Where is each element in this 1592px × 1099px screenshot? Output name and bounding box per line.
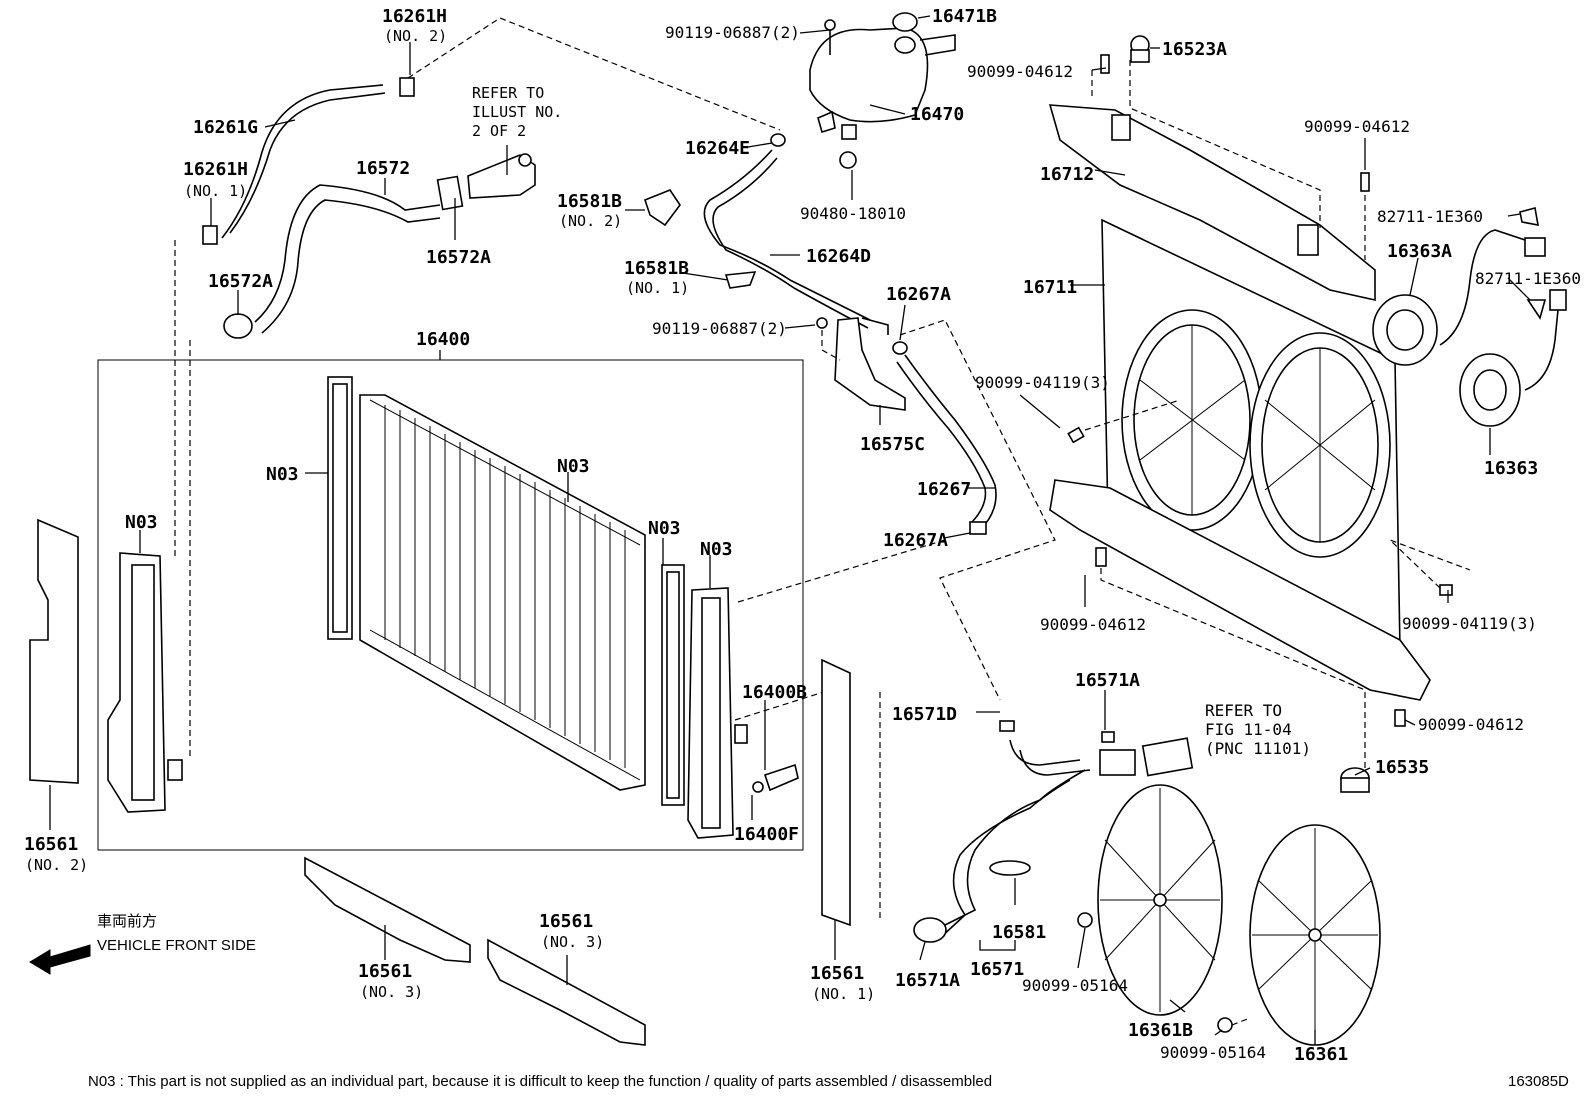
label-16561-no2-sub: (NO. 2) [25,856,88,874]
radiator-assembly-box [97,359,804,851]
label-n03-e: N03 [700,539,733,560]
fan-shroud [1049,218,1431,701]
label-16361B: 16361B [1128,1020,1193,1041]
label-82711-b: 82711-1E360 [1475,269,1581,288]
label-16581: 16581 [992,922,1046,943]
label-n03-c: N03 [125,512,158,533]
label-16523A: 16523A [1162,39,1227,60]
label-16561-no1-sub: (NO. 1) [812,985,875,1003]
label-16264D: 16264D [806,246,871,267]
label-16711: 16711 [1023,277,1077,298]
label-16561-no2: 16561 [24,834,78,855]
label-16561-no3a: 16561 [358,961,412,982]
label-16571D: 16571D [892,704,957,725]
label-82711-a: 82711-1E360 [1377,207,1483,226]
label-16572A-a: 16572A [426,247,491,268]
label-16561-no3a-sub: (NO. 3) [360,983,423,1001]
label-16261H-no2-sub: (NO. 2) [384,27,447,45]
label-n03-d: N03 [648,518,681,539]
label-16267: 16267 [917,479,971,500]
parts-drawing [29,12,1567,1046]
label-16581B-no1-sub: (NO. 1) [626,279,689,297]
label-90099-04612-b: 90099-04612 [1304,117,1410,136]
label-90099-05164-b: 90099-05164 [1160,1043,1266,1062]
footnote: N03 : This part is not supplied as an in… [88,1073,992,1090]
label-16400F: 16400F [734,824,799,845]
label-16575C: 16575C [860,434,925,455]
label-refer-illust-1: REFER TO [472,84,544,102]
label-front-jp: 車両前方 [97,912,157,930]
reservoir-tank [770,12,956,169]
label-90099-05164-a: 90099-05164 [1022,976,1128,995]
label-90099-04612-d: 90099-04612 [1418,715,1524,734]
lower-hoses [913,720,1194,943]
label-16581B-no1: 16581B [624,258,689,279]
label-16561-no3b-sub: (NO. 3) [541,933,604,951]
label-16400B: 16400B [742,682,807,703]
radiator-core [327,376,685,806]
label-16571: 16571 [970,959,1024,980]
label-16261G: 16261G [193,117,258,138]
label-16261H-no1-sub: (NO. 1) [184,182,247,200]
label-16712: 16712 [1040,164,1094,185]
label-refer-fig-1: REFER TO [1205,701,1282,720]
label-90099-04119-a: 90099-04119(3) [975,373,1110,392]
label-refer-illust-2: ILLUST NO. [472,103,562,121]
vehicle-front-arrow [29,944,91,975]
label-16361: 16361 [1294,1044,1348,1065]
label-n03-a: N03 [266,464,299,485]
diagram-id: 163085D [1508,1073,1569,1090]
label-90099-04119-b: 90099-04119(3) [1402,614,1537,633]
label-16572: 16572 [356,158,410,179]
cooling-fans [1077,784,1381,1046]
label-refer-illust-3: 2 OF 2 [472,122,526,140]
seal-16561-no2 [29,518,79,784]
label-16264E: 16264E [685,138,750,159]
upper-hoses [202,77,536,339]
label-16561-no1: 16561 [810,963,864,984]
label-16571A-b: 16571A [895,970,960,991]
label-16581B-no2: 16581B [557,191,622,212]
label-16581B-no2-sub: (NO. 2) [559,212,622,230]
label-16561-no3b: 16561 [539,911,593,932]
label-16267A-b: 16267A [883,530,948,551]
label-90119-a: 90119-06887(2) [665,23,800,42]
label-90099-04612-a: 90099-04612 [967,62,1073,81]
label-90099-04612-c: 90099-04612 [1040,615,1146,634]
label-16400: 16400 [416,329,470,350]
label-n03-b: N03 [557,456,590,477]
fan-motors [1372,207,1567,427]
label-90119-b: 90119-06887(2) [652,319,787,338]
label-16261H-no2: 16261H [382,6,447,27]
label-16571A-a: 16571A [1075,670,1140,691]
part-labels: 16261H (NO. 2) 16261G 16261H (NO. 1) 165… [24,6,1581,1090]
label-90480: 90480-18010 [800,204,906,223]
label-16363: 16363 [1484,458,1538,479]
label-refer-fig-3: (PNC 11101) [1205,739,1311,758]
label-16363A: 16363A [1387,241,1452,262]
label-16535: 16535 [1375,757,1429,778]
label-16470: 16470 [910,104,964,125]
label-16267A-a: 16267A [886,284,951,305]
seal-16561-no3a [304,856,471,963]
label-16471B: 16471B [932,6,997,27]
seal-16561-no3b [487,938,646,1046]
label-16572A-b: 16572A [208,271,273,292]
label-16261H-no1: 16261H [183,159,248,180]
seal-16561-no1 [821,658,851,927]
label-front-en: VEHICLE FRONT SIDE [97,937,256,954]
label-refer-fig-2: FIG 11-04 [1205,720,1292,739]
